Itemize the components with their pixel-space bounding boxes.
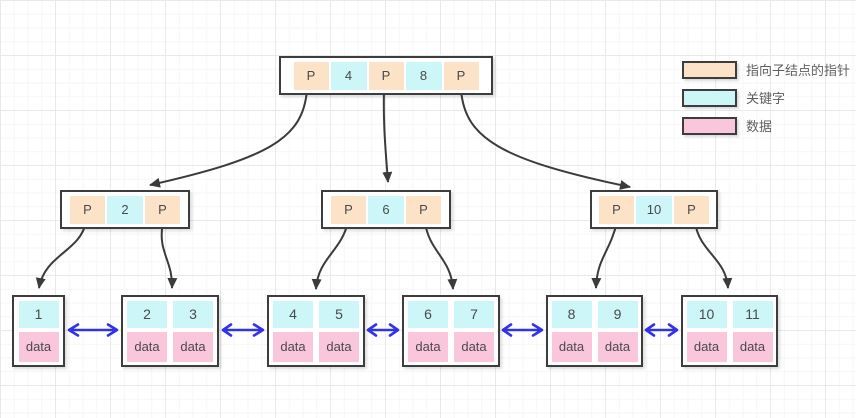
internal-node-middle: P 6 P bbox=[321, 190, 451, 229]
root-node: P 4 P 8 P bbox=[279, 56, 493, 95]
key-cell: 9 bbox=[597, 300, 638, 328]
leaf-node-2: 2 data 3 data bbox=[121, 295, 219, 367]
arrow-left-node-to-leaf-1 bbox=[35, 221, 87, 289]
legend-key-label: 关键字 bbox=[746, 91, 786, 106]
legend-item-pointer: 指向子结点的指针 bbox=[682, 60, 850, 79]
legend-data-swatch bbox=[682, 116, 737, 135]
key-cell: 10 bbox=[636, 195, 672, 224]
pointer-cell: P bbox=[599, 195, 634, 224]
key-cell: 5 bbox=[319, 300, 359, 328]
pointer-cell: P bbox=[331, 195, 366, 224]
leaf-node-1: 1 data bbox=[12, 295, 65, 367]
arrow-root-to-left-child bbox=[149, 89, 308, 188]
key-cell: 4 bbox=[273, 300, 313, 328]
key-cell: 4 bbox=[330, 61, 367, 90]
data-cell: data bbox=[597, 331, 638, 362]
leaf-node-3: 4 data 5 data bbox=[267, 295, 365, 367]
data-cell: data bbox=[686, 331, 727, 362]
key-cell: 7 bbox=[454, 300, 494, 328]
pointer-cell: P bbox=[443, 61, 479, 90]
data-cell: data bbox=[454, 331, 494, 362]
leaf-link-arrow-4-5 bbox=[501, 323, 544, 337]
data-cell: data bbox=[732, 331, 773, 362]
legend-pointer-label: 指向子结点的指针 bbox=[746, 63, 851, 78]
pointer-cell: P bbox=[368, 61, 404, 90]
key-cell: 6 bbox=[408, 300, 448, 328]
leaf-link-arrow-3-4 bbox=[366, 323, 400, 337]
legend-key-swatch bbox=[682, 88, 737, 107]
legend: 指向子结点的指针 关键字 数据 bbox=[682, 60, 850, 135]
leaf-node-5: 8 data 9 data bbox=[546, 295, 643, 367]
arrow-root-to-middle-child bbox=[382, 89, 393, 183]
pointer-cell: P bbox=[145, 195, 180, 224]
data-cell: data bbox=[408, 331, 448, 362]
arrow-middle-node-to-leaf-3 bbox=[311, 221, 349, 290]
legend-pointer-swatch bbox=[682, 60, 737, 79]
key-cell: 6 bbox=[368, 195, 404, 224]
pointer-cell: P bbox=[293, 61, 329, 90]
key-cell: 8 bbox=[551, 300, 592, 328]
pointer-cell: P bbox=[674, 195, 709, 224]
leaf-link-arrow-5-6 bbox=[644, 323, 679, 337]
arrow-right-node-to-leaf-6 bbox=[694, 221, 733, 289]
arrow-middle-node-to-leaf-4 bbox=[424, 221, 458, 290]
arrow-left-node-to-leaf-2 bbox=[160, 221, 178, 289]
key-cell: 2 bbox=[127, 300, 167, 328]
key-cell: 3 bbox=[173, 300, 213, 328]
legend-item-key: 关键字 bbox=[682, 88, 850, 107]
key-cell: 2 bbox=[107, 195, 143, 224]
leaf-node-6: 10 data 11 data bbox=[681, 295, 778, 367]
leaf-node-4: 6 data 7 data bbox=[402, 295, 500, 367]
key-cell: 10 bbox=[686, 300, 727, 328]
legend-item-data: 数据 bbox=[682, 116, 850, 135]
pointer-cell: P bbox=[70, 195, 105, 224]
pointer-cell: P bbox=[406, 195, 441, 224]
data-cell: data bbox=[127, 331, 167, 362]
data-cell: data bbox=[18, 331, 59, 362]
leaf-link-arrow-2-3 bbox=[221, 323, 265, 337]
internal-node-right: P 10 P bbox=[590, 190, 718, 229]
data-cell: data bbox=[173, 331, 213, 362]
leaf-link-arrow-1-2 bbox=[67, 323, 119, 337]
data-cell: data bbox=[273, 331, 313, 362]
arrow-root-to-right-child bbox=[460, 89, 631, 190]
key-cell: 8 bbox=[405, 61, 442, 90]
data-cell: data bbox=[551, 331, 592, 362]
legend-data-label: 数据 bbox=[746, 119, 773, 134]
key-cell: 1 bbox=[18, 300, 59, 328]
internal-node-left: P 2 P bbox=[60, 190, 190, 229]
data-cell: data bbox=[319, 331, 359, 362]
key-cell: 11 bbox=[732, 300, 773, 328]
arrow-right-node-to-leaf-5 bbox=[591, 221, 618, 289]
